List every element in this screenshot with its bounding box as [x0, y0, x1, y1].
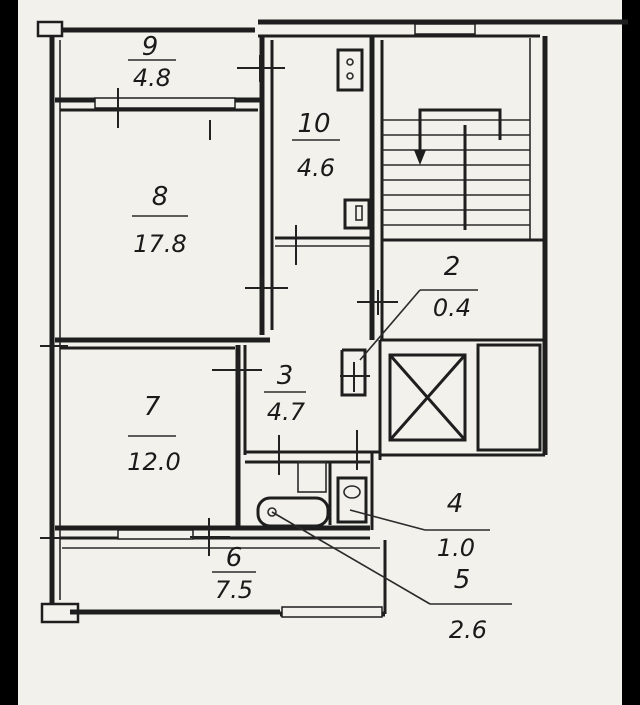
room-8-number: 8	[152, 182, 169, 212]
elevator-shaft	[388, 343, 542, 452]
room-6-number: 6	[226, 543, 243, 573]
outer-walls	[36, 19, 628, 624]
room-5-number: 5	[454, 565, 471, 595]
door-marks	[40, 55, 398, 556]
room-10-number: 10	[297, 109, 330, 139]
room-2-area: 0.4	[433, 294, 471, 322]
room-9-number: 9	[142, 32, 159, 62]
room-9-area: 4.8	[133, 64, 171, 92]
room-7-number: 7	[144, 392, 161, 422]
staircase	[382, 108, 530, 230]
room-6-area: 7.5	[215, 576, 253, 604]
room-labels: 9 4.8 10 4.6 8 17.8 2 0.4 3 4.7 7 12.0 4	[127, 32, 487, 644]
fixtures	[256, 48, 371, 528]
room-2-number: 2	[444, 252, 461, 282]
room-4-area: 1.0	[437, 534, 475, 562]
room-10-area: 4.6	[297, 154, 335, 182]
room-4-number: 4	[447, 489, 464, 519]
leader-lines	[271, 289, 512, 605]
room-8-area: 17.8	[133, 230, 186, 258]
room-5-area: 2.6	[449, 616, 487, 644]
room-3-number: 3	[277, 361, 294, 391]
room-3-area: 4.7	[267, 398, 306, 426]
room-7-area: 12.0	[127, 448, 180, 476]
